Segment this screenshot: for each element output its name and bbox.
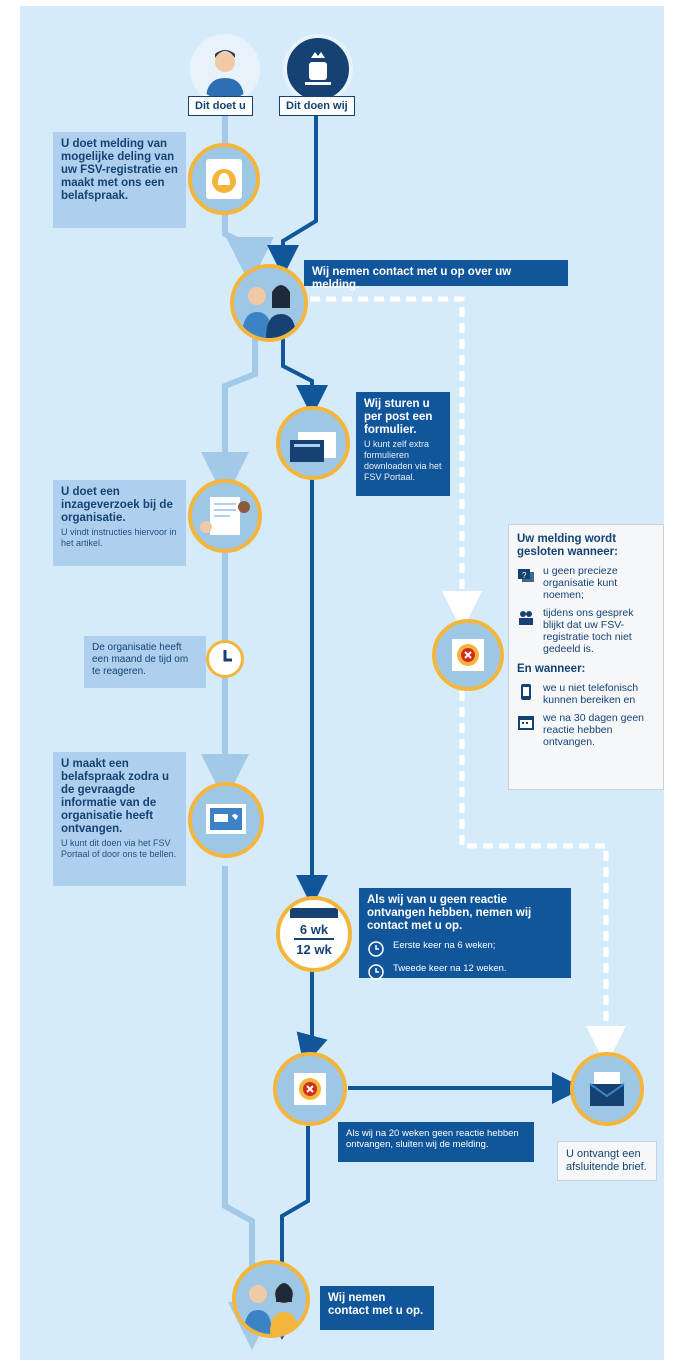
inspection-node: [188, 479, 262, 553]
report-node: [188, 143, 260, 215]
bell-icon: [206, 159, 242, 199]
appointment-box: U maakt een belafspraak zodra u de gevra…: [53, 752, 186, 886]
closing-item-text: u geen precieze organisatie kunt noemen;: [543, 565, 618, 601]
contact-text: Wij nemen contact met u op over uw meldi…: [312, 266, 512, 291]
form-box: Wij sturen u per post een formulier. U k…: [356, 392, 450, 496]
letter-node: [570, 1052, 644, 1126]
people-talking-icon: [242, 285, 296, 338]
clock-icon: [368, 941, 384, 957]
no-reply-title: Als wij van u geen reactie ontvangen heb…: [367, 894, 532, 932]
inspection-title: U doet een inzageverzoek bij de organisa…: [61, 486, 173, 524]
person-icon: [206, 50, 244, 100]
you-label: Dit doet u: [188, 96, 253, 116]
inspection-note: U vindt instructies hiervoor in het arti…: [61, 527, 177, 548]
form-note: U kunt zelf extra formulieren downloaden…: [364, 439, 442, 482]
inspection-box: U doet een inzageverzoek bij de organisa…: [53, 480, 186, 566]
user-path-2: [201, 336, 258, 500]
closing-item-text: we u niet telefonisch kunnen bereiken en: [543, 682, 639, 706]
closing-item-not-shared: tijdens ons gesprek blijkt dat uw FSV-re…: [517, 607, 655, 655]
form-title: Wij sturen u per post een formulier.: [364, 398, 433, 436]
dashed-path-2: [459, 691, 626, 1066]
appointment-title: U maakt een belafspraak zodra u de gevra…: [61, 758, 170, 835]
closing-panel: Uw melding wordt gesloten wanneer: ? u g…: [508, 524, 664, 790]
no-reply-first: Eerste keer na 6 weken;: [367, 939, 563, 958]
letter-icon: [589, 1072, 625, 1106]
closing-item-text: we na 30 dagen geen reactie hebben ontva…: [543, 712, 645, 748]
calendar-top-label: 6 wk: [299, 922, 329, 937]
tablet-phone-icon: [206, 804, 246, 834]
dashed-path: [310, 296, 482, 631]
coat-of-arms-icon: [305, 52, 331, 85]
envelope-icon: [290, 432, 336, 462]
close-20-text: Als wij na 20 weken geen reactie hebben …: [346, 1128, 519, 1150]
final-contact-node: [232, 1260, 310, 1338]
people-talking-icon: [244, 1283, 298, 1334]
we-path-2: [281, 336, 328, 417]
letter-text: U ontvangt een afsluitende brief.: [566, 1148, 647, 1173]
svg-text:?: ?: [522, 571, 527, 580]
closing-item-phone: we u niet telefonisch kunnen bereiken en: [517, 682, 655, 706]
report-box: U doet melding van mogelijke deling van …: [53, 132, 186, 228]
clock-icon: [368, 964, 384, 980]
we-label: Dit doen wij: [279, 96, 355, 116]
letter-box: U ontvangt een afsluitende brief.: [557, 1141, 657, 1181]
closing-item-no-reply: we na 30 dagen geen reactie hebben ontva…: [517, 712, 655, 748]
close-seal-icon: [294, 1073, 326, 1105]
calendar-node: 6 wk 12 wk: [276, 896, 352, 972]
clock-icon: [206, 640, 244, 678]
user-avatar: [190, 34, 260, 104]
close-20-node: [273, 1052, 347, 1126]
closing-item-organisation: ? u geen precieze organisatie kunt noeme…: [517, 565, 655, 601]
flow-diagram: Dit doet u Dit doen wij U doet melding v…: [20, 6, 664, 1360]
close-seal-icon: [452, 639, 484, 671]
contact-box: Wij nemen contact met u op over uw meldi…: [304, 260, 568, 291]
closing-item-text: tijdens ons gesprek blijkt dat uw FSV-re…: [543, 607, 634, 655]
wait-text: De organisatie heeft een maand de tijd o…: [92, 642, 189, 677]
appointment-note: U kunt dit doen via het FSV Portaal of d…: [61, 838, 177, 859]
we-path-4: [296, 966, 328, 1067]
no-reply-box: Als wij van u geen reactie ontvangen heb…: [359, 888, 571, 981]
contact-node: [230, 264, 308, 342]
appointment-node: [188, 782, 264, 858]
no-reply-second: Tweede keer na 12 weken.: [367, 962, 563, 981]
we-path: [267, 106, 318, 277]
phone-icon: [521, 684, 531, 700]
question-bubble-icon: ?: [518, 569, 534, 582]
calendar-header: [290, 908, 338, 918]
calendar-bottom-label: 12 wk: [296, 942, 332, 957]
closing-node: [432, 619, 504, 691]
document-hands-icon: [200, 497, 250, 535]
wait-box: De organisatie heeft een maand de tijd o…: [84, 636, 206, 688]
closing-and-title: En wanneer:: [517, 663, 586, 675]
report-text: U doet melding van mogelijke deling van …: [61, 138, 178, 202]
calendar-icon: [518, 716, 534, 730]
final-contact-box: Wij nemen contact met u op.: [320, 1286, 434, 1330]
user-path-4: [222, 866, 276, 1350]
final-contact-text: Wij nemen contact met u op.: [328, 1292, 424, 1317]
no-reply-second-text: Tweede keer na 12 weken.: [393, 963, 507, 974]
people-icon: [519, 611, 533, 625]
close-20-box: Als wij na 20 weken geen reactie hebben …: [338, 1122, 534, 1162]
form-node: [276, 406, 350, 480]
government-avatar: [283, 34, 353, 104]
no-reply-first-text: Eerste keer na 6 weken;: [393, 940, 496, 951]
calendar-divider: [294, 938, 334, 940]
closing-title: Uw melding wordt gesloten wanneer:: [517, 533, 618, 558]
